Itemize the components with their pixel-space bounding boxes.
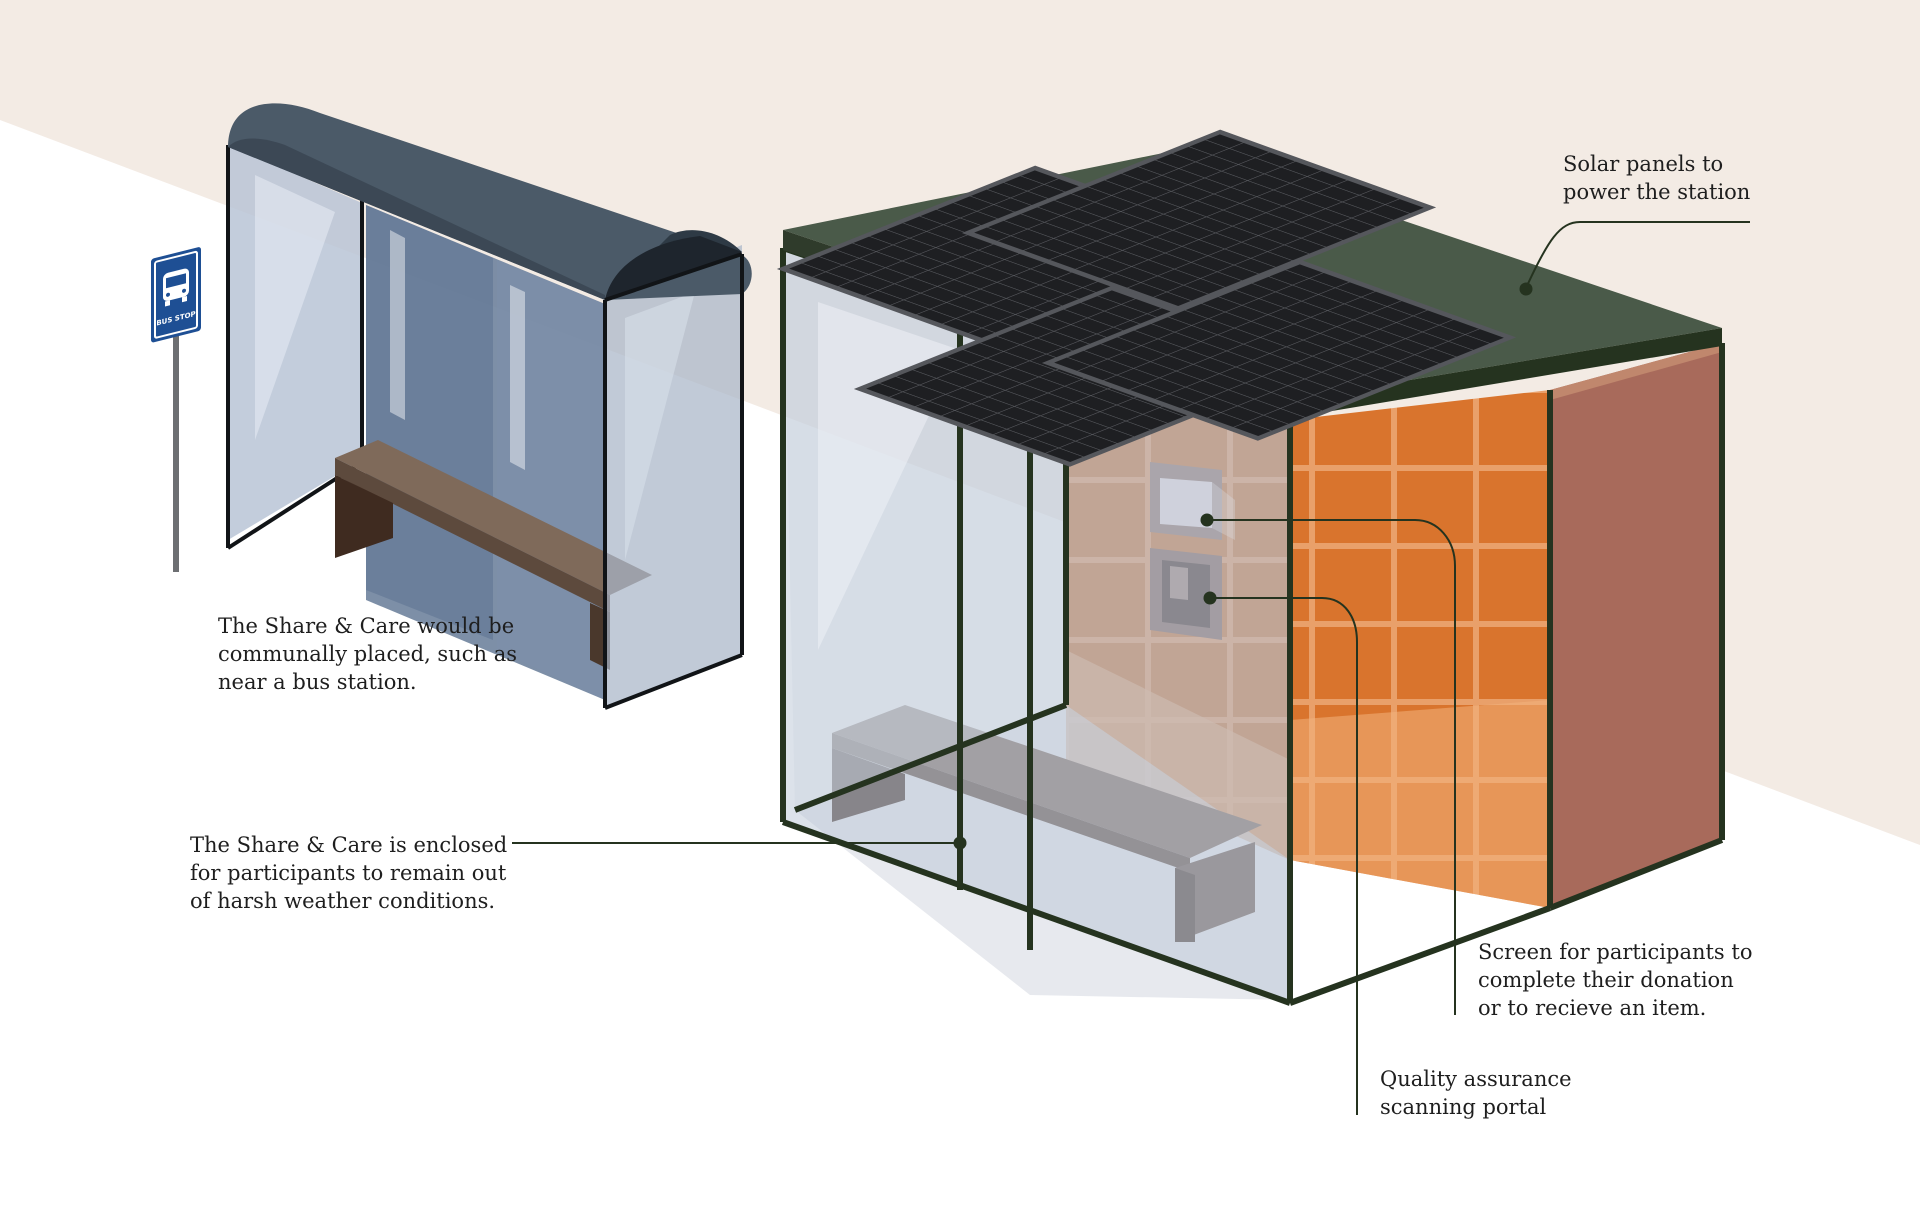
callout-line: scanning portal: [1380, 1095, 1547, 1119]
callout-line: for participants to remain out: [190, 861, 507, 885]
sign-pole: [173, 300, 179, 572]
station-side-panel: [1550, 343, 1722, 908]
scanner-dot: [1203, 591, 1217, 605]
callout-line: The Share & Care would be: [218, 614, 515, 638]
callout-placement: The Share & Care would be communally pla…: [218, 612, 517, 696]
screen-dot: [1200, 513, 1214, 527]
callout-line: The Share & Care is enclosed: [190, 833, 508, 857]
callout-line: Screen for participants to: [1478, 940, 1753, 964]
scanner-leader: [1210, 597, 1358, 1115]
callout-enclosed: The Share & Care is enclosed for partici…: [190, 831, 507, 915]
callout-line: power the station: [1563, 180, 1751, 204]
bus-shelter: [226, 103, 752, 710]
leader-dots: [953, 282, 1533, 850]
shelter-roof: [228, 103, 752, 301]
callout-line: or to recieve an item.: [1478, 996, 1707, 1020]
callout-scanning-portal: Quality assurance scanning portal: [1380, 1065, 1572, 1121]
solar-panels: [776, 129, 1517, 467]
callout-line: complete their donation: [1478, 968, 1734, 992]
callout-screen: Screen for participants to complete thei…: [1478, 938, 1752, 1022]
enclosed-dot: [953, 836, 967, 850]
callout-line: of harsh weather conditions.: [190, 889, 496, 913]
callout-line: Quality assurance: [1380, 1067, 1572, 1091]
bus-icon: [163, 268, 189, 307]
callout-line: communally placed, such as: [218, 642, 517, 666]
bus-stop-sign: BUS STOP: [151, 247, 201, 572]
solar-dot: [1519, 282, 1533, 296]
callout-line: near a bus station.: [218, 670, 417, 694]
leader-lines: [512, 221, 1750, 1115]
share-and-care-station: [776, 129, 1725, 1006]
callout-solar-panels: Solar panels to power the station: [1563, 150, 1750, 206]
callout-line: Solar panels to: [1563, 152, 1724, 176]
screen-leader: [1207, 519, 1456, 1015]
solar-leader: [1525, 221, 1750, 289]
